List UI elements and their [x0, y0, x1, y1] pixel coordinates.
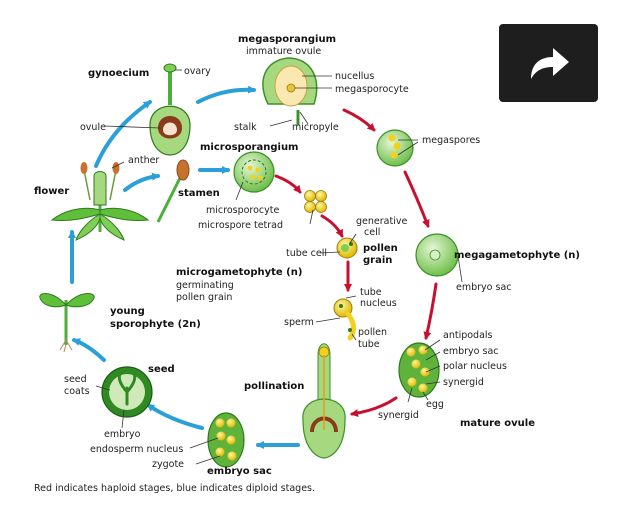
- diploid-arrows: [68, 85, 300, 449]
- arrow-mature-ovule-to-pollination: [350, 396, 398, 418]
- label-generative-cell-line2: cell: [364, 227, 380, 238]
- embryo-sac-illustration: [207, 412, 245, 468]
- label-antipodals: antipodals: [443, 330, 493, 341]
- label-endosperm-nucleus: endosperm nucleus: [90, 444, 183, 455]
- label-tube-nucleus-line2: nucleus: [360, 298, 397, 309]
- arrow-seed-to-sporophyte: [72, 338, 106, 362]
- label-synergid-left: synergid: [378, 410, 419, 421]
- flower-illustration: [50, 162, 150, 241]
- label-pollen-tube-line2: tube: [358, 339, 380, 350]
- microspore-tetrad-illustration: [304, 190, 327, 213]
- label-gynoecium: gynoecium: [88, 68, 149, 79]
- arrow-tetrad-to-pollen: [320, 214, 344, 238]
- arrow-gynoecium-to-megasporangium: [196, 85, 256, 104]
- label-seed-coats-line1: seed: [64, 374, 87, 385]
- label-egg: egg: [426, 399, 444, 410]
- label-synergid-right: synergid: [443, 377, 484, 388]
- germinating-pollen-illustration: [333, 298, 357, 341]
- label-pollination: pollination: [244, 381, 304, 392]
- label-embryo-sac-mid: embryo sac: [443, 346, 498, 357]
- label-microspore-tetrad: microspore tetrad: [198, 220, 283, 231]
- share-button[interactable]: [499, 24, 598, 102]
- label-embryo-sac-top: embryo sac: [456, 282, 511, 293]
- label-nucellus: nucellus: [335, 71, 374, 82]
- label-mature-ovule: mature ovule: [460, 418, 535, 429]
- mature-ovule-illustration: [398, 342, 440, 398]
- label-stalk: stalk: [234, 122, 257, 133]
- label-tube-cell: tube cell: [286, 248, 327, 259]
- haploid-arrows: [274, 108, 438, 418]
- diagram-caption: Red indicates haploid stages, blue indic…: [34, 483, 315, 494]
- label-anther: anther: [128, 155, 159, 166]
- pollen-grain-illustration: [336, 237, 358, 259]
- label-ovary: ovary: [184, 66, 211, 77]
- labels: megasporangium immature ovule nucellus m…: [34, 34, 580, 494]
- pollination-illustration: [302, 343, 346, 459]
- microsporangium-illustration: [233, 151, 275, 193]
- label-sperm: sperm: [284, 317, 314, 328]
- label-immature-ovule: immature ovule: [246, 46, 321, 57]
- label-megasporocyte: megasporocyte: [335, 84, 409, 95]
- label-megaspores: megaspores: [422, 135, 480, 146]
- arrow-microsporangium-to-tetrad: [274, 174, 302, 194]
- leader-lines: [95, 69, 463, 465]
- arrow-flower-to-stamen: [123, 172, 160, 192]
- label-flower: flower: [34, 186, 69, 197]
- label-young-sporophyte-line1: young: [110, 306, 145, 317]
- label-tube-nucleus-line1: tube: [360, 287, 382, 298]
- megasporangium-illustration: [262, 57, 318, 125]
- stamen-illustration: [156, 159, 190, 223]
- share-arrow-icon: [530, 48, 569, 79]
- label-embryo-sac-bottom: embryo sac: [207, 466, 272, 477]
- label-polar-nucleus: polar nucleus: [443, 361, 507, 372]
- arrow-megaspores-to-megagametophyte: [403, 170, 430, 228]
- seed-illustration: [101, 366, 153, 418]
- label-microsporangium: microsporangium: [200, 142, 298, 153]
- label-stamen: stamen: [178, 188, 220, 199]
- megagametophyte-illustration: [415, 233, 459, 277]
- label-microgametophyte: microgametophyte (n): [176, 267, 302, 278]
- label-germinating-line1: germinating: [176, 280, 234, 291]
- label-seed-coats-line2: coats: [64, 386, 90, 397]
- arrow-megagametophyte-to-mature-ovule: [423, 282, 438, 340]
- label-micropyle: micropyle: [292, 122, 339, 133]
- label-germinating-line2: pollen grain: [176, 292, 232, 303]
- megaspores-illustration: [376, 129, 414, 167]
- label-megasporangium: megasporangium: [238, 34, 336, 45]
- label-pollen-grain-line1: pollen: [363, 243, 398, 254]
- label-megagametophyte: megagametophyte (n): [454, 250, 580, 261]
- label-pollen-tube-line1: pollen: [358, 327, 387, 338]
- label-generative-cell-line1: generative: [356, 216, 407, 227]
- label-microsporocyte: microsporocyte: [206, 205, 279, 216]
- label-embryo: embryo: [104, 429, 141, 440]
- label-young-sporophyte-line2: sporophyte (2n): [110, 319, 201, 330]
- label-seed: seed: [148, 364, 175, 375]
- arrow-embryosac-to-seed: [146, 403, 204, 430]
- arrow-megasporangium-to-megaspores: [342, 108, 376, 132]
- arrow-flower-to-gynoecium: [94, 100, 152, 168]
- label-pollen-grain-line2: grain: [363, 255, 392, 266]
- young-sporophyte-illustration: [39, 293, 95, 353]
- gynoecium-illustration: [149, 63, 191, 156]
- label-zygote: zygote: [152, 459, 184, 470]
- label-ovule: ovule: [80, 122, 106, 133]
